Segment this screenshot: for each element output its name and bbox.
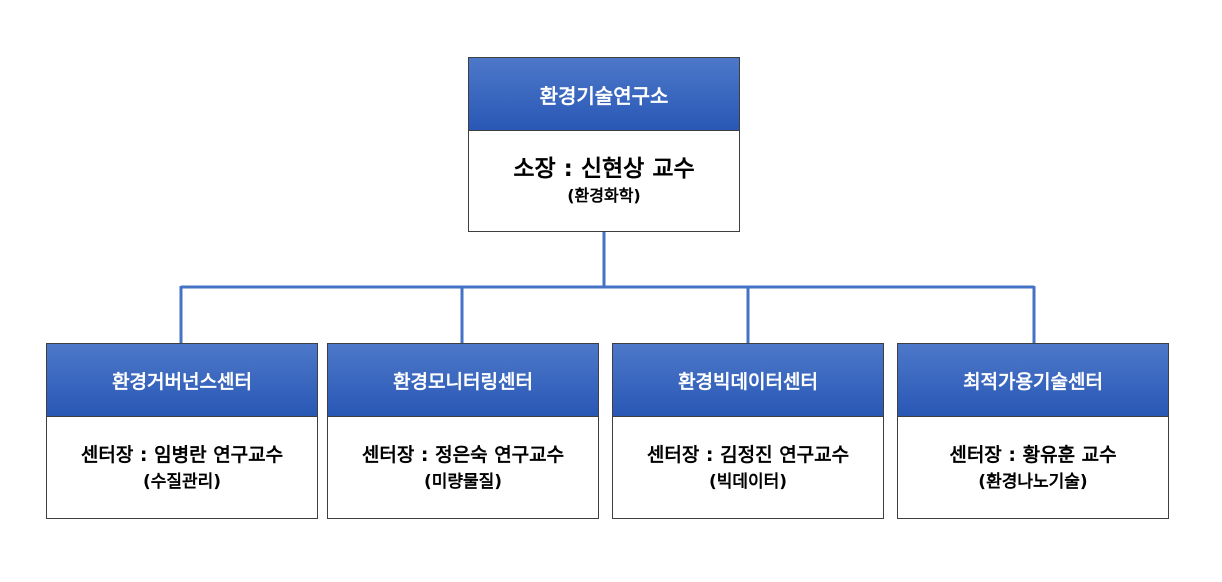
institute-box: 환경기술연구소 소장 : 신현상 교수 (환경화학) <box>468 57 740 232</box>
institute-field: (환경화학) <box>567 186 641 205</box>
institute-director-block: 소장 : 신현상 교수 (환경화학) <box>469 131 739 231</box>
center-head-block: 센터장 : 김정진 연구교수 (빅데이터) <box>613 417 883 518</box>
center-head-block: 센터장 : 황유훈 교수 (환경나노기술) <box>898 417 1168 518</box>
center-box-bat: 최적가용기술센터 센터장 : 황유훈 교수 (환경나노기술) <box>897 343 1169 519</box>
center-box-monitoring: 환경모니터링센터 센터장 : 정은숙 연구교수 (미량물질) <box>327 343 599 519</box>
center-head-block: 센터장 : 임병란 연구교수 (수질관리) <box>47 417 317 518</box>
center-head: 센터장 : 임병란 연구교수 <box>80 443 284 466</box>
center-head: 센터장 : 황유훈 교수 <box>949 443 1117 466</box>
center-box-bigdata: 환경빅데이터센터 센터장 : 김정진 연구교수 (빅데이터) <box>612 343 884 519</box>
center-title: 환경빅데이터센터 <box>613 344 883 417</box>
center-field: (수질관리) <box>142 471 222 492</box>
center-head-block: 센터장 : 정은숙 연구교수 (미량물질) <box>328 417 598 518</box>
center-head: 센터장 : 김정진 연구교수 <box>646 443 850 466</box>
center-title: 환경거버넌스센터 <box>47 344 317 417</box>
center-head: 센터장 : 정은숙 연구교수 <box>361 443 565 466</box>
center-title: 최적가용기술센터 <box>898 344 1168 417</box>
institute-title: 환경기술연구소 <box>469 58 739 131</box>
institute-director: 소장 : 신현상 교수 <box>513 156 695 182</box>
center-field: (빅데이터) <box>708 471 788 492</box>
center-title: 환경모니터링센터 <box>328 344 598 417</box>
center-field: (미량물질) <box>423 471 503 492</box>
center-box-governance: 환경거버넌스센터 센터장 : 임병란 연구교수 (수질관리) <box>46 343 318 519</box>
center-field: (환경나노기술) <box>978 471 1088 492</box>
